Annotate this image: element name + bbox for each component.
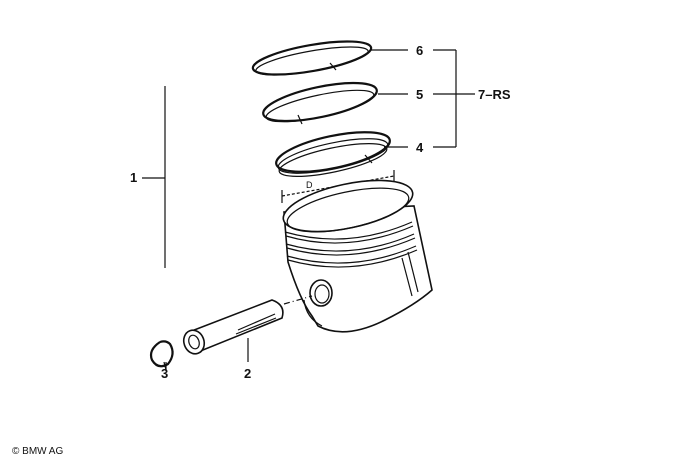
copyright-label: © BMW AG [12, 446, 63, 457]
piston [282, 179, 433, 333]
callout-5: 5 [416, 87, 423, 102]
pin-axis [283, 295, 313, 305]
callout-2: 2 [244, 366, 251, 381]
piston-pin [182, 299, 284, 355]
callout-6: 6 [416, 43, 423, 58]
piston-ring-4 [275, 131, 391, 177]
callout-3: 3 [161, 366, 168, 381]
dimension-label-d: D [306, 180, 313, 190]
callout-1: 1 [130, 170, 137, 185]
callout-4: 4 [416, 140, 424, 155]
piston-ring-6 [251, 40, 373, 76]
callout-7-rs: 7–RS [478, 87, 511, 102]
piston-ring-5 [262, 81, 378, 125]
leader-lines [142, 49, 475, 370]
